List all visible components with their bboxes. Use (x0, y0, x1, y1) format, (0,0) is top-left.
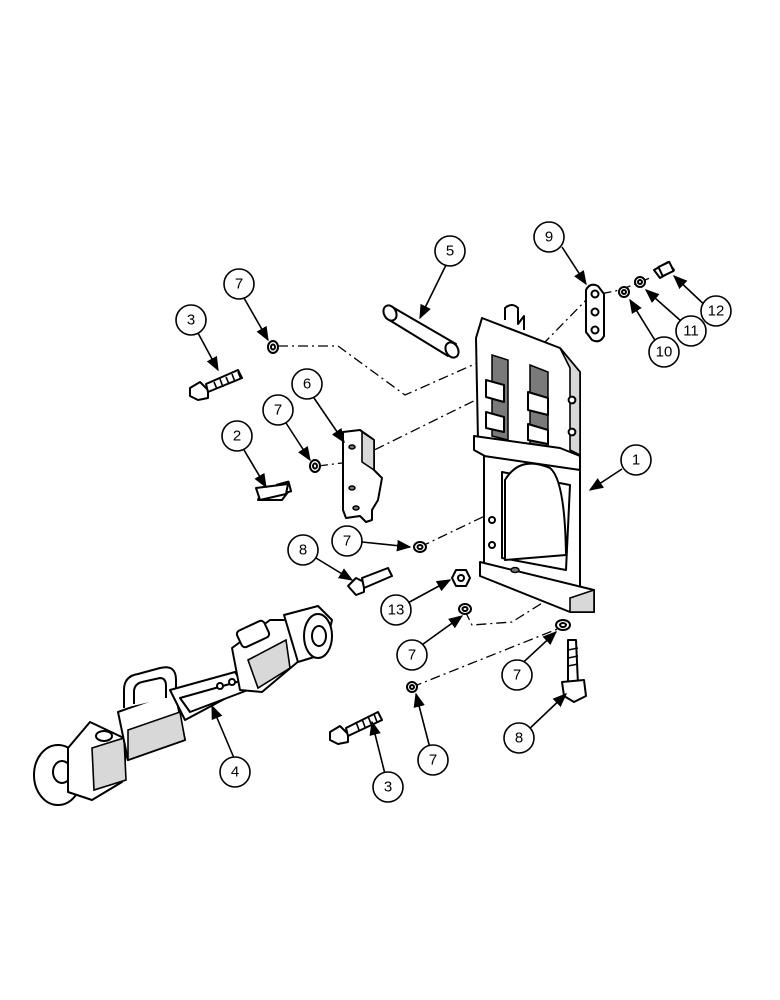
callout-13-label: 13 (388, 602, 405, 619)
top-link-part-4 (33, 605, 333, 806)
callout-7-c: 7 (331, 525, 363, 557)
callout-8-right: 8 (503, 722, 535, 754)
washer-part-11 (634, 276, 646, 288)
washers-part-7 (267, 340, 571, 693)
nut-part-13 (451, 569, 471, 587)
callout-9-label: 9 (545, 229, 553, 246)
callout-4: 4 (219, 756, 251, 788)
link-plate-part-9 (585, 283, 605, 343)
callout-7-e: 7 (501, 659, 533, 691)
bolt-part-3-lower (329, 711, 383, 745)
callout-3-upper: 3 (175, 304, 207, 336)
callout-8-left: 8 (287, 534, 319, 566)
callout-8-right-label: 8 (515, 730, 523, 747)
callout-7-a: 7 (223, 268, 255, 300)
callout-7-f: 7 (417, 744, 449, 776)
callout-11: 11 (675, 315, 707, 347)
callout-2: 2 (221, 420, 253, 452)
bolt-part-8-right (561, 639, 587, 703)
bolt-part-3-upper (189, 369, 243, 401)
callout-3-lower-label: 3 (384, 779, 392, 796)
callout-11-label: 11 (683, 323, 699, 340)
callout-7-d-label: 7 (408, 647, 416, 664)
callout-2-label: 2 (233, 428, 241, 445)
callout-4-label: 4 (231, 764, 239, 781)
callout-7-e-label: 7 (513, 667, 521, 684)
callout-10-label: 10 (656, 344, 673, 361)
callout-9: 9 (533, 221, 565, 253)
bolt-part-8-left (347, 567, 393, 596)
callout-3-upper-label: 3 (187, 312, 195, 329)
callout-3-lower: 3 (372, 771, 404, 803)
bolt-part-12 (653, 260, 675, 279)
callout-7-b: 7 (262, 394, 294, 426)
callout-7-a-label: 7 (235, 276, 243, 293)
callout-13: 13 (380, 594, 412, 626)
bolt-part-2 (255, 480, 293, 501)
plate-part-6 (342, 429, 383, 523)
callout-1-label: 1 (632, 452, 640, 469)
callout-7-d: 7 (396, 639, 428, 671)
callout-leaders (197, 246, 712, 775)
callout-6-label: 6 (303, 376, 311, 393)
callout-1: 1 (620, 444, 652, 476)
callout-6: 6 (291, 368, 323, 400)
callout-10: 10 (648, 336, 680, 368)
callout-7-f-label: 7 (429, 752, 437, 769)
callout-12-label: 12 (708, 303, 725, 320)
callout-7-b-label: 7 (274, 402, 282, 419)
washer-part-10 (618, 286, 630, 298)
main-bracket-part-1 (473, 304, 595, 613)
callout-5: 5 (434, 235, 466, 267)
callout-8-left-label: 8 (299, 542, 307, 559)
callout-12: 12 (700, 295, 732, 327)
pin-part-5 (382, 304, 460, 359)
callout-5-label: 5 (446, 243, 454, 260)
callout-7-c-label: 7 (343, 533, 351, 550)
